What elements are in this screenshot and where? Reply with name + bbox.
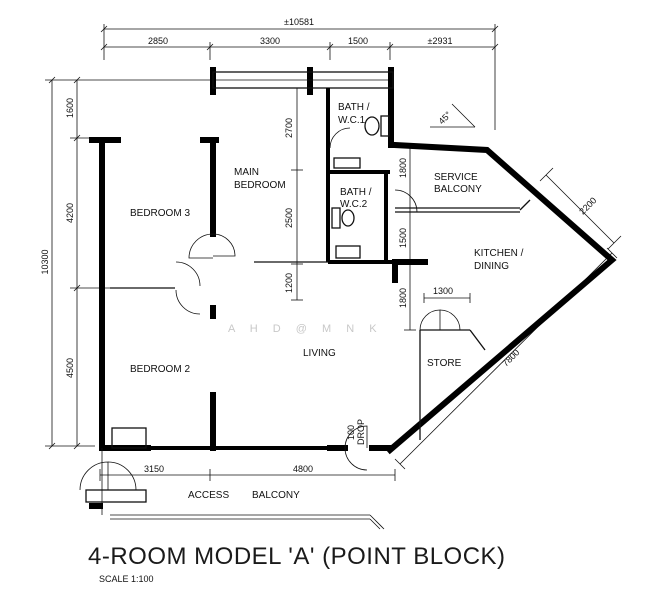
dim-left-4200: 4200 <box>65 203 75 223</box>
dim-store-1300: 1300 <box>433 286 453 296</box>
entrance-and-access-balcony <box>79 448 385 530</box>
top-dimension-lines <box>100 24 499 130</box>
dim-1200: 1200 <box>284 273 294 293</box>
label-drop-100: 100 <box>346 425 356 440</box>
dim-top-2931: ±2931 <box>428 36 453 46</box>
plan-title: 4-ROOM MODEL 'A' (POINT BLOCK) <box>88 543 506 570</box>
label-service-line1: SERVICE <box>434 172 478 183</box>
door-swings <box>175 127 461 471</box>
watermark: A H D @ M N K <box>228 323 383 335</box>
label-bath2-line1: BATH / <box>340 187 372 198</box>
label-store: STORE <box>427 358 462 369</box>
dim-overall-width: ±10581 <box>284 17 314 27</box>
plan-scale: SCALE 1:100 <box>99 574 154 584</box>
label-bedroom-3: BEDROOM 3 <box>130 208 190 219</box>
label-bath1-line2: W.C.1 <box>338 115 366 126</box>
dim-1800a: 1800 <box>398 158 408 178</box>
label-service-line2: BALCONY <box>434 184 482 195</box>
dim-1800b: 1800 <box>398 288 408 308</box>
dim-1500: 1500 <box>398 228 408 248</box>
label-kitchen-line2: DINING <box>474 261 509 272</box>
label-main-bedroom-line2: BEDROOM <box>234 180 286 191</box>
interior-walls <box>110 71 531 449</box>
dim-2500: 2500 <box>284 208 294 228</box>
label-bath1-line1: BATH / <box>338 102 370 113</box>
dim-bottom-4800: 4800 <box>293 464 313 474</box>
label-main-bedroom-line1: MAIN <box>234 167 259 178</box>
dim-angle-45: 45° <box>437 109 454 126</box>
dim-diag-2200: 2200 <box>577 195 598 216</box>
label-bath2-line2: W.C.2 <box>340 199 368 210</box>
label-bedroom-2: BEDROOM 2 <box>130 364 190 375</box>
label-balcony: BALCONY <box>252 490 300 501</box>
dim-top-3300: 3300 <box>260 36 280 46</box>
dim-left-total: 10300 <box>40 249 50 274</box>
dim-left-1600: 1600 <box>65 98 75 118</box>
label-kitchen-line1: KITCHEN / <box>474 248 524 259</box>
dim-top-2850: 2850 <box>148 36 168 46</box>
label-drop: DROP <box>356 419 366 445</box>
label-living: LIVING <box>303 348 336 359</box>
dim-left-4500: 4500 <box>65 358 75 378</box>
left-dimension-lines <box>45 76 215 450</box>
dim-2700: 2700 <box>284 118 294 138</box>
label-access: ACCESS <box>188 490 229 501</box>
dim-bottom-3150: 3150 <box>144 464 164 474</box>
dim-top-1500: 1500 <box>348 36 368 46</box>
